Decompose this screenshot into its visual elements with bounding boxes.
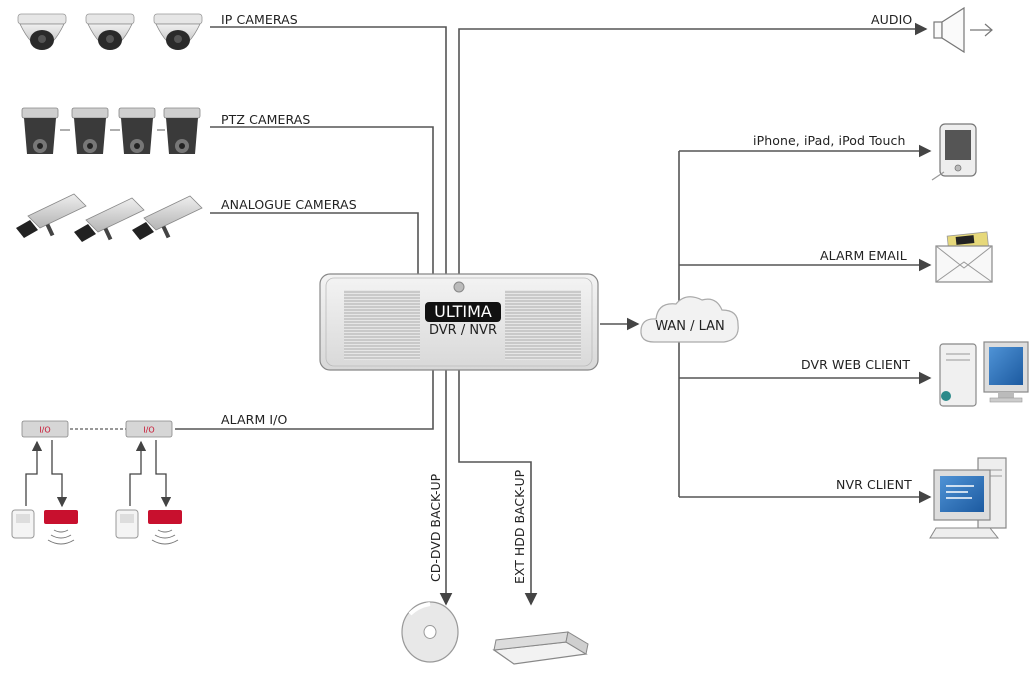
alarm-io-line bbox=[175, 370, 434, 430]
brand-badge: ULTIMA bbox=[425, 302, 501, 322]
vent-left bbox=[344, 290, 420, 360]
siren-icon bbox=[44, 510, 78, 545]
desktop-computer-icon bbox=[939, 341, 1029, 407]
power-button bbox=[453, 281, 465, 293]
analogue-cameras-line bbox=[210, 212, 419, 275]
alarm-email-label: ALARM EMAIL bbox=[820, 248, 907, 263]
box-camera-icon bbox=[74, 197, 145, 242]
dvr-unit bbox=[319, 273, 599, 371]
io-module-text: I/O bbox=[143, 426, 154, 435]
alarm-io-label: ALARM I/O bbox=[221, 412, 288, 427]
ptz-camera-icon bbox=[163, 107, 201, 154]
siren-icon bbox=[148, 510, 182, 545]
audio-line bbox=[458, 22, 928, 275]
vent-right bbox=[505, 290, 581, 360]
io-module-text: I/O bbox=[39, 426, 50, 435]
io-module-icon: I/O bbox=[125, 420, 173, 438]
dvr-web-client-label: DVR WEB CLIENT bbox=[801, 357, 911, 372]
iphone-label: iPhone, iPad, iPod Touch bbox=[753, 133, 906, 148]
dome-camera-icon bbox=[17, 13, 67, 50]
speaker-icon bbox=[933, 6, 993, 54]
box-camera-icon bbox=[16, 193, 87, 238]
ptz-camera-icon bbox=[118, 107, 156, 154]
ext-hdd-line bbox=[458, 370, 538, 606]
sensor-icon bbox=[11, 509, 35, 539]
ext-hdd-backup-label: EXT HDD BACK-UP bbox=[512, 469, 527, 584]
audio-label: AUDIO bbox=[871, 12, 913, 27]
dome-camera-icon bbox=[85, 13, 135, 50]
analogue-cameras-group bbox=[16, 193, 203, 242]
disc-icon bbox=[401, 601, 459, 663]
ip-cameras-line bbox=[210, 26, 447, 275]
dome-camera-icon bbox=[153, 13, 203, 50]
ptz-cameras-line bbox=[210, 126, 434, 275]
ptz-camera-icon bbox=[71, 107, 109, 154]
pda-icon bbox=[931, 123, 977, 181]
hard-drive-icon bbox=[492, 631, 589, 665]
ptz-cameras-group bbox=[21, 107, 201, 154]
alarm-io-group: I/O I/O bbox=[11, 420, 182, 545]
ptz-camera-icon bbox=[21, 107, 59, 154]
ip-cameras-group bbox=[17, 13, 203, 50]
envelope-icon bbox=[935, 231, 993, 283]
computer-icon bbox=[929, 457, 1007, 539]
ptz-cameras-label: PTZ CAMERAS bbox=[221, 112, 311, 127]
ip-cameras-label: IP CAMERAS bbox=[221, 12, 298, 27]
cloud-icon bbox=[640, 296, 739, 343]
network-label: WAN / LAN bbox=[655, 319, 725, 334]
io-module-icon: I/O bbox=[21, 420, 69, 438]
cd-dvd-backup-label: CD-DVD BACK-UP bbox=[428, 473, 443, 582]
nvr-client-label: NVR CLIENT bbox=[836, 477, 912, 492]
connection-lines bbox=[175, 22, 932, 606]
analogue-cameras-label: ANALOGUE CAMERAS bbox=[221, 197, 357, 212]
device-subtitle: DVR / NVR bbox=[428, 323, 497, 338]
box-camera-icon bbox=[132, 195, 203, 240]
sensor-icon bbox=[115, 509, 139, 539]
